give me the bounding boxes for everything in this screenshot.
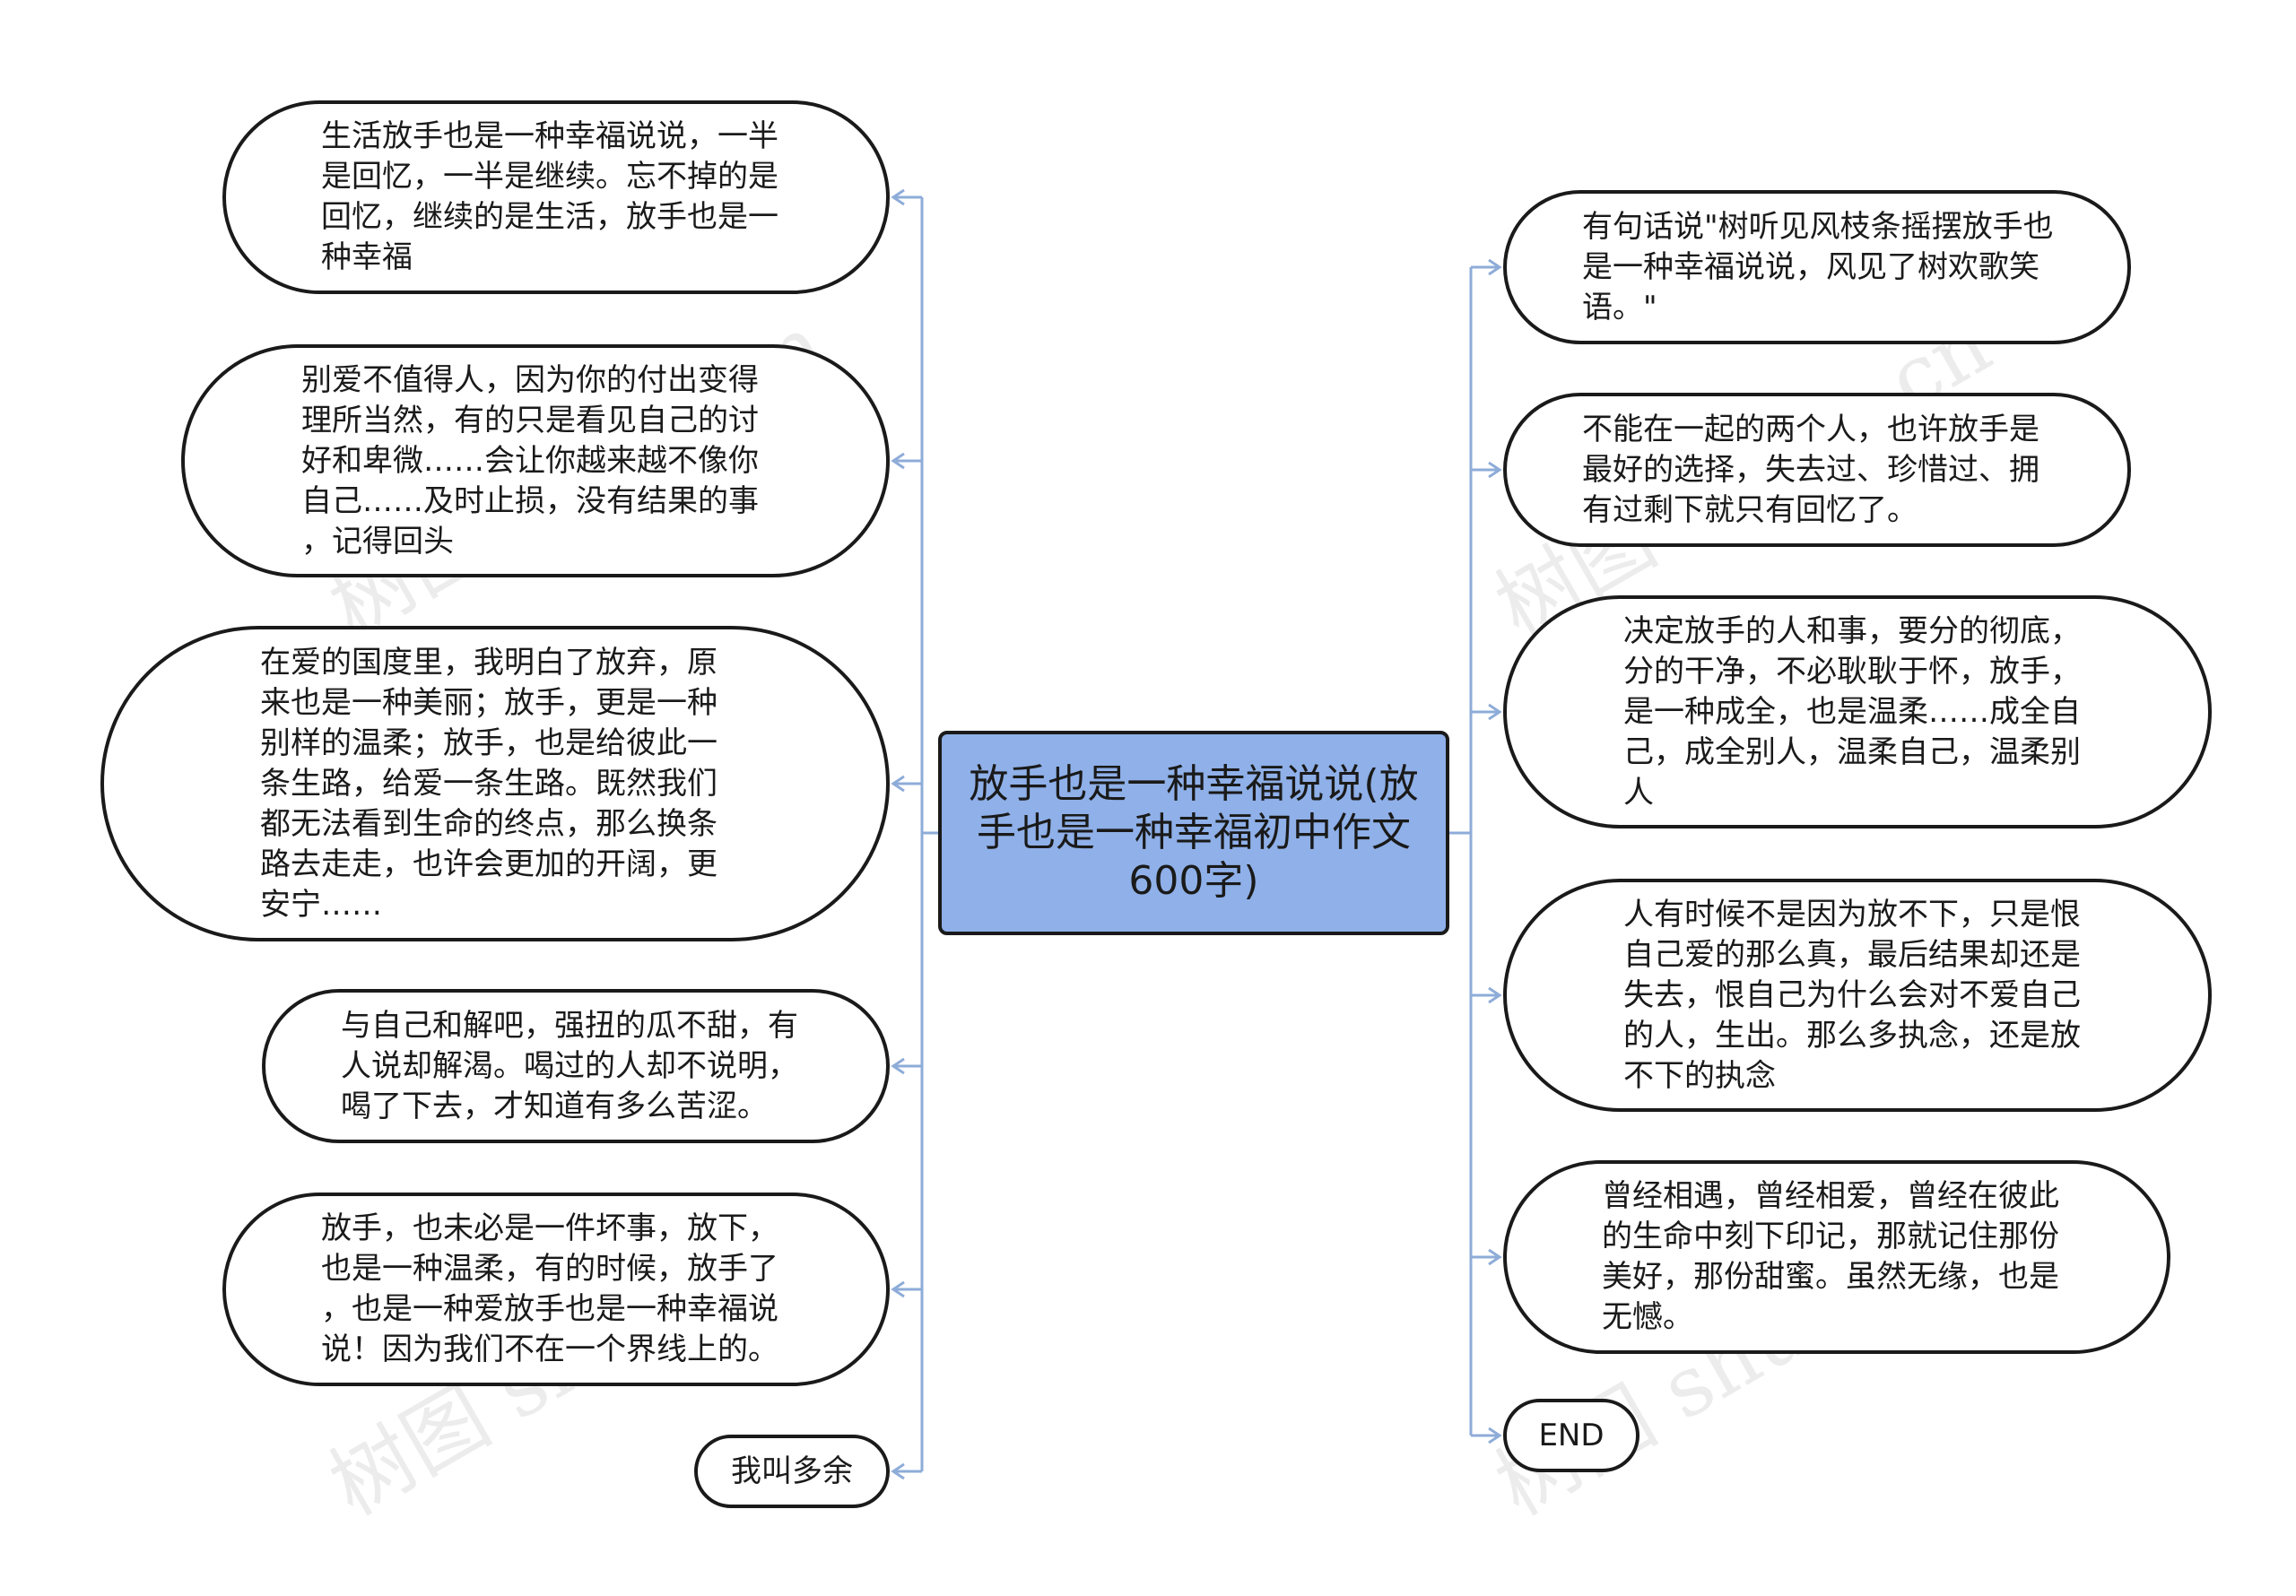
left-node-4[interactable]: 与自己和解吧，强扭的瓜不甜，有 人说却解渴。喝过的人却不说明， 喝了下去，才知道… xyxy=(262,989,890,1143)
right-arrow-1 xyxy=(1488,258,1502,276)
left-node-3[interactable]: 在爱的国度里，我明白了放弃，原 来也是一种美丽；放手，更是一种 别样的温柔；放手… xyxy=(100,626,890,941)
right-arrow-2 xyxy=(1488,461,1502,479)
right-arrow-6 xyxy=(1488,1427,1502,1444)
left-arrow-2 xyxy=(891,452,905,470)
left-arrow-6 xyxy=(891,1462,905,1480)
right-node-1[interactable]: 有句话说"树听见风枝条摇摆放手也 是一种幸福说说，风见了树欢歌笑 语。" xyxy=(1503,190,2131,344)
right-node-3[interactable]: 决定放手的人和事，要分的彻底， 分的干净，不必耿耿于怀，放手， 是一种成全，也是… xyxy=(1503,595,2212,828)
left-arrow-1 xyxy=(891,188,905,206)
left-arrow-4 xyxy=(891,1057,905,1075)
right-node-4[interactable]: 人有时候不是因为放不下，只是恨 自己爱的那么真，最后结果却还是 失去，恨自己为什… xyxy=(1503,879,2212,1112)
central-topic[interactable]: 放手也是一种幸福说说(放手也是一种幸福初中作文600字) xyxy=(938,731,1449,935)
left-arrow-5 xyxy=(891,1280,905,1298)
left-node-5[interactable]: 放手，也未必是一件坏事，放下， 也是一种温柔，有的时候，放手了 ，也是一种爱放手… xyxy=(222,1193,890,1386)
right-arrow-4 xyxy=(1488,986,1502,1004)
right-node-2[interactable]: 不能在一起的两个人，也许放手是 最好的选择，失去过、珍惜过、拥 有过剩下就只有回… xyxy=(1503,393,2131,547)
right-node-6[interactable]: END xyxy=(1503,1399,1639,1472)
right-arrow-3 xyxy=(1488,703,1502,721)
central-topic-label: 放手也是一种幸福说说(放手也是一种幸福初中作文600字) xyxy=(969,761,1419,904)
left-node-6[interactable]: 我叫多余 xyxy=(694,1435,890,1508)
left-node-1[interactable]: 生活放手也是一种幸福说说，一半 是回忆，一半是继续。忘不掉的是 回忆，继续的是生… xyxy=(222,100,890,294)
right-arrow-5 xyxy=(1488,1248,1502,1266)
left-node-2[interactable]: 别爱不值得人，因为你的付出变得 理所当然，有的只是看见自己的讨 好和卑微……会让… xyxy=(181,344,890,577)
right-node-5[interactable]: 曾经相遇，曾经相爱，曾经在彼此 的生命中刻下印记，那就记住那份 美好，那份甜蜜。… xyxy=(1503,1160,2170,1354)
left-arrow-3 xyxy=(891,775,905,793)
